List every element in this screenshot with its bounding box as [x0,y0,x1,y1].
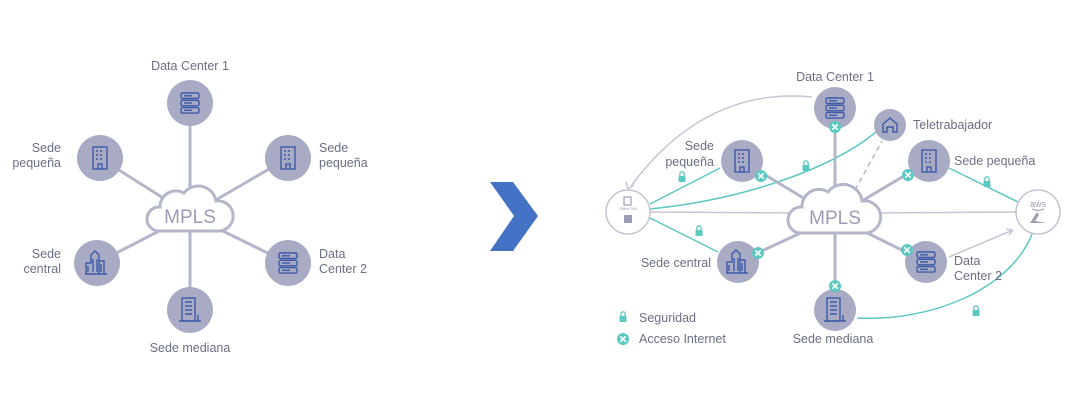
node-sede-pequena-left [721,140,768,183]
mpls-cloud: MPLS [145,184,235,233]
node-sede-central [717,241,765,283]
hub-label: MPLS [164,207,216,228]
lock-icon [618,311,628,323]
node-sede-central [74,240,120,286]
node-sede-pequena-right [901,140,950,182]
lock-icon [971,305,981,317]
office365-endpoint: Office 365 [605,189,651,235]
aws-logo: aws [1030,199,1047,209]
internet-access-icon [900,243,914,257]
dc1-to-office-link [630,95,813,187]
x-circle-icon [616,332,630,346]
azure-icon [1030,212,1047,223]
internet-access-icon [751,246,765,260]
node-label: Data Center 1 [151,59,229,73]
node-label: Sede mediana [793,332,874,346]
legend-label: Seguridad [639,311,696,325]
chevron-right-icon [490,182,538,251]
mpls-cloud: MPLS [786,182,883,235]
node-sede-mediana [814,279,856,331]
lock-icon [982,176,992,188]
node-sede-mediana [167,287,213,333]
node-label: Sede mediana [150,341,231,355]
office-label: Office 365 [619,206,638,211]
lock-icon [801,160,811,172]
internet-access-icon [828,279,842,293]
node-data-center-1 [814,87,856,134]
hub-label: MPLS [809,208,861,229]
internet-access-icon [828,120,842,134]
aws-azure-endpoint: aws [1015,189,1061,235]
legend: Seguridad Acceso Internet [616,311,726,346]
internet-access-icon [754,169,768,183]
internet-access-icon [901,168,915,182]
lock-icon [677,171,687,183]
node-teletrabajador [874,109,906,141]
legend-label: Acceso Internet [639,332,726,346]
lock-icon [694,225,704,237]
node-label: Teletrabajador [913,118,992,132]
node-data-center-2 [265,240,311,286]
node-label: Data Center 1 [796,70,874,84]
right-diagram: MPLS Office 365 aws Data Center 1 Teletr… [605,70,1061,346]
office-icon [623,196,632,206]
teams-icon [624,215,632,223]
node-sede-pequena-left [77,135,123,181]
node-label: Sede pequeña [954,154,1035,168]
node-data-center-1 [167,80,213,126]
node-data-center-2 [900,241,947,283]
node-label: Sede central [641,256,711,270]
node-sede-pequena-right [265,135,311,181]
